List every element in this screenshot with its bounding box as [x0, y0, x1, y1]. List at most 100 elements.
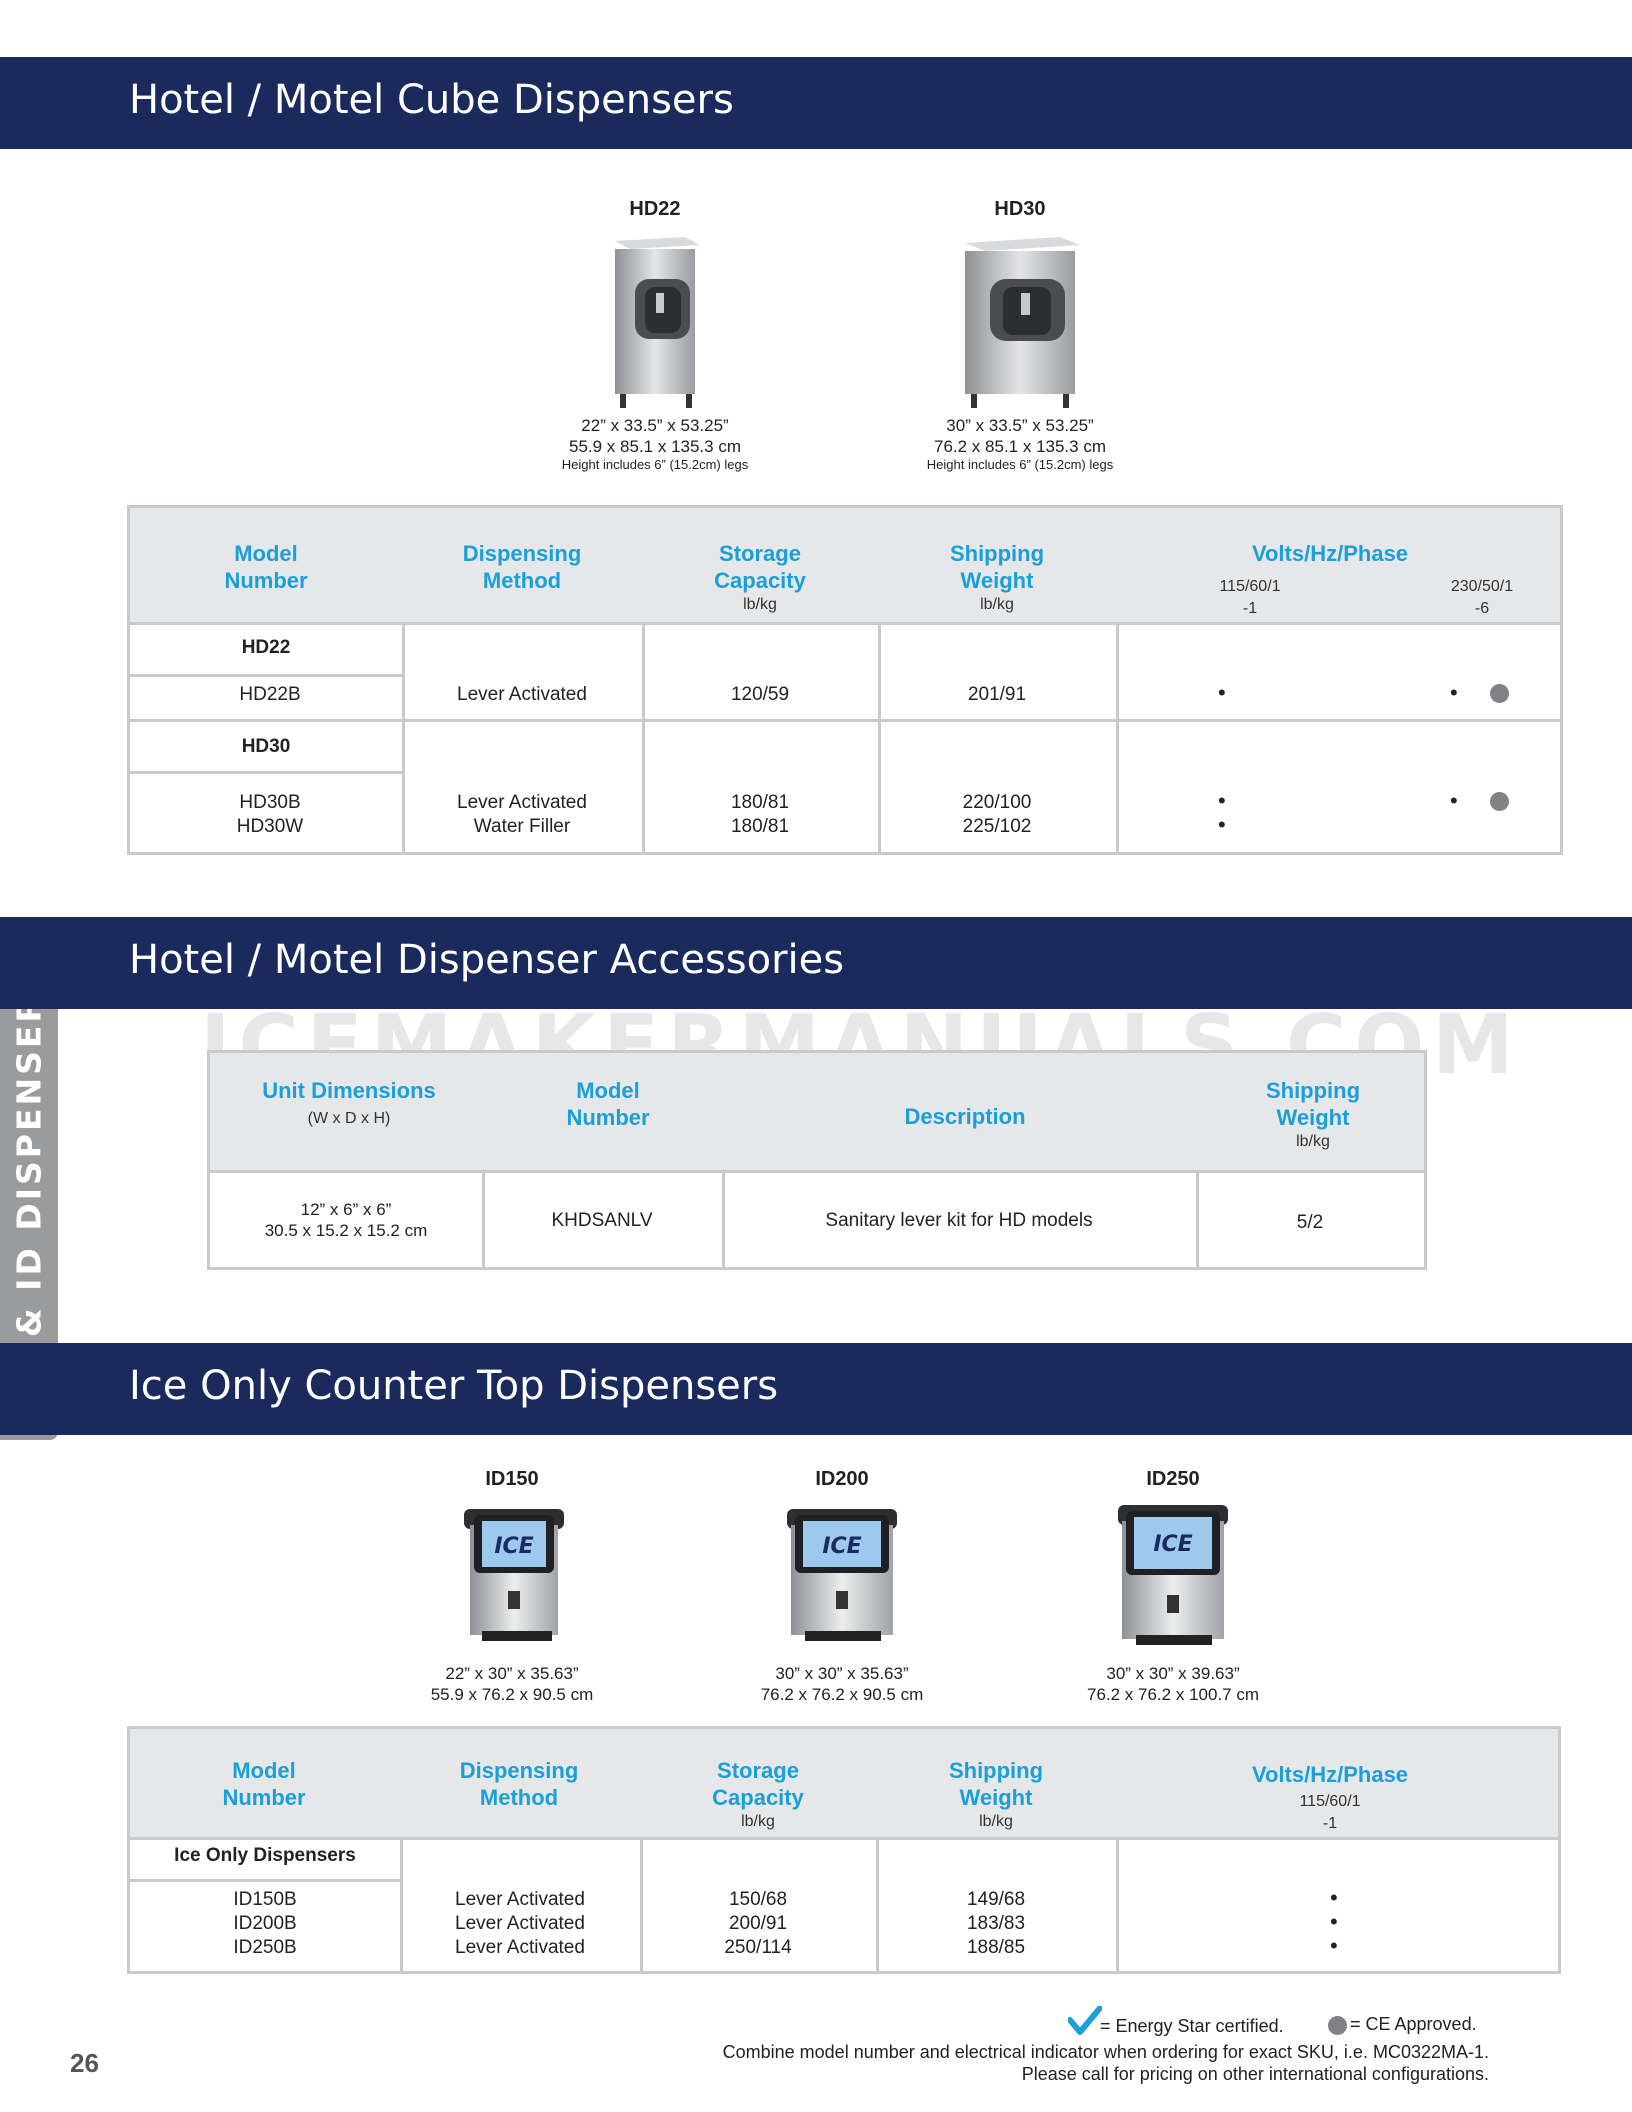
ce-approved-icon: [1328, 2016, 1347, 2035]
header-shipping-weight: Shipping Weight: [1265, 1078, 1361, 1130]
energy-star-check-icon: [1068, 2006, 1102, 2035]
section-title: Hotel / Motel Cube Dispensers: [129, 77, 734, 123]
header-volt-115: 115/60/1 -1: [1219, 578, 1281, 617]
product-name: HD22: [629, 198, 681, 220]
hd22-dispenser-image: [615, 237, 700, 408]
header-unit-dimensions: Unit Dimensions: [262, 1078, 436, 1103]
legend-ce: = CE Approved.: [1350, 2014, 1477, 2034]
product-name: ID150: [485, 1468, 539, 1490]
description-cell: Sanitary lever kit for HD models: [825, 1210, 1093, 1231]
page-number: 26: [70, 2048, 99, 2078]
product-dimensions-in: 22” x 33.5” x 53.25”: [581, 416, 729, 435]
product-name: ID250: [1146, 1468, 1200, 1490]
legend-energy-star: = Energy Star certified.: [1100, 2016, 1284, 2036]
dimensions-cell: 12” x 6” x 6” 30.5 x 15.2 x 15.2 cm: [264, 1200, 428, 1240]
hd30-dispenser-image: [965, 237, 1080, 408]
header-storage-capacity: Storage Capacity: [712, 1758, 804, 1810]
table-header: [210, 1053, 1424, 1173]
header-dispensing-method: Dispensing Method: [462, 541, 582, 593]
product-id200: ID200 ICE 30” x 30” x 35.63” 76.2 x 76.2…: [732, 1468, 952, 1705]
header-storage-unit: lb/kg: [741, 1813, 775, 1830]
header-model-number: Model Number: [566, 1078, 650, 1130]
product-dimensions-cm: 55.9 x 85.1 x 135.3 cm: [569, 437, 741, 456]
bullet-230v: •: [1450, 680, 1458, 705]
model-cell: HD22B: [239, 684, 301, 705]
product-dimensions-cm: 76.2 x 76.2 x 90.5 cm: [760, 1685, 924, 1704]
id250-dispenser-image: ICE: [1118, 1505, 1228, 1645]
header-shipping-weight: Shipping Weight: [949, 541, 1045, 593]
product-dimensions-cm: 76.2 x 85.1 x 135.3 cm: [934, 437, 1106, 456]
product-dimensions-in: 30” x 33.5” x 53.25”: [946, 416, 1094, 435]
id200-dispenser-image: ICE: [787, 1509, 897, 1641]
section-header-ice-only: Ice Only Counter Top Dispensers: [0, 1343, 1632, 1435]
product-dimensions-cm: 55.9 x 76.2 x 90.5 cm: [430, 1685, 594, 1704]
product-id250: ID250 ICE 30” x 30” x 39.63” 76.2 x 76.2…: [1063, 1468, 1283, 1705]
product-dimensions-cm: 76.2 x 76.2 x 100.7 cm: [1087, 1685, 1259, 1704]
header-shipping-unit: lb/kg: [979, 1813, 1013, 1830]
method-cell: Lever Activated Lever Activated Lever Ac…: [455, 1889, 585, 1958]
cube-dispenser-table: Model Number Dispensing Method Storage C…: [127, 505, 1563, 855]
header-description: Description: [904, 1104, 1026, 1129]
ice-only-table: Model Number Dispensing Method Storage C…: [127, 1726, 1561, 1974]
group-label: HD22: [241, 637, 291, 658]
footer-sku-note: Combine model number and electrical indi…: [722, 2042, 1489, 2062]
header-volt-115: 115/60/1 -1: [1299, 1793, 1361, 1832]
storage-cell: 120/59: [730, 684, 790, 705]
accessories-table: Unit Dimensions (W x D x H) Model Number…: [207, 1050, 1427, 1270]
header-dim-unit: (W x D x H): [307, 1110, 391, 1127]
id150-dispenser-image: ICE: [464, 1509, 564, 1641]
bullet-230v: •: [1450, 788, 1458, 813]
product-dimensions-in: 30” x 30” x 39.63”: [1106, 1664, 1240, 1683]
ice-label: ICE: [494, 1534, 533, 1559]
header-storage-unit: lb/kg: [743, 596, 777, 613]
bullet-115v: •: [1218, 680, 1226, 705]
ce-approved-icon: [1490, 792, 1509, 811]
bullet-115v: •: [1330, 1933, 1338, 1958]
product-note: Height includes 6” (15.2cm) legs: [926, 457, 1114, 472]
header-storage-capacity: Storage Capacity: [714, 541, 806, 593]
header-dispensing-method: Dispensing Method: [459, 1758, 579, 1810]
product-hd30: HD30 30” x 33.5” x 53.25” 76.2 x 85.1 x …: [900, 198, 1140, 472]
header-volts: Volts/Hz/Phase: [1251, 1762, 1409, 1787]
shipping-cell: 149/68 183/83 188/85: [966, 1889, 1026, 1958]
method-cell: Lever Activated: [457, 684, 587, 705]
storage-cell: 150/68 200/91 250/114: [724, 1889, 792, 1958]
header-model-number: Model Number: [222, 1758, 306, 1810]
header-volts: Volts/Hz/Phase: [1251, 541, 1409, 566]
ice-label: ICE: [1153, 1532, 1192, 1557]
ce-approved-icon: [1490, 684, 1509, 703]
ice-label: ICE: [822, 1534, 861, 1559]
product-dimensions-in: 22” x 30” x 35.63”: [445, 1664, 579, 1683]
bullet-115v: •: [1330, 1909, 1338, 1934]
shipping-cell: 201/91: [967, 684, 1027, 705]
footer-pricing-note: Please call for pricing on other interna…: [1021, 2064, 1489, 2084]
header-shipping-unit: lb/kg: [1296, 1133, 1330, 1150]
table-header: [130, 508, 1560, 625]
header-shipping-unit: lb/kg: [980, 596, 1014, 613]
header-shipping-weight: Shipping Weight: [948, 1758, 1044, 1810]
shipping-cell: 5/2: [1296, 1212, 1324, 1233]
shipping-cell: 220/100 225/102: [962, 792, 1032, 837]
bullet-115v: •: [1218, 812, 1226, 837]
section-title: Ice Only Counter Top Dispensers: [129, 1363, 779, 1409]
product-note: Height includes 6” (15.2cm) legs: [561, 457, 749, 472]
product-id150: ID150 ICE 22” x 30” x 35.63” 55.9 x 76.2…: [402, 1468, 622, 1705]
model-cell: HD30B HD30W: [236, 792, 304, 837]
group-label: HD30: [241, 736, 291, 757]
storage-cell: 180/81 180/81: [730, 792, 790, 837]
bullet-115v: •: [1218, 788, 1226, 813]
method-cell: Lever Activated Water Filler: [457, 792, 587, 837]
bullet-115v: •: [1330, 1885, 1338, 1910]
product-hd22: HD22 22” x 33.5” x 53.25” 55.9 x 85.1 x …: [540, 198, 770, 472]
group-label: Ice Only Dispensers: [174, 1845, 356, 1866]
section-header-cube-dispensers: Hotel / Motel Cube Dispensers: [0, 57, 1632, 149]
model-cell: KHDSANLV: [551, 1210, 653, 1231]
table-header: [130, 1729, 1558, 1840]
section-title: Hotel / Motel Dispenser Accessories: [129, 937, 845, 983]
product-name: ID200: [815, 1468, 869, 1490]
model-cell: ID150B ID200B ID250B: [233, 1889, 297, 1958]
header-model-number: Model Number: [224, 541, 308, 593]
product-dimensions-in: 30” x 30” x 35.63”: [775, 1664, 909, 1683]
header-volt-230: 230/50/1 -6: [1450, 578, 1514, 617]
product-name: HD30: [994, 198, 1046, 220]
